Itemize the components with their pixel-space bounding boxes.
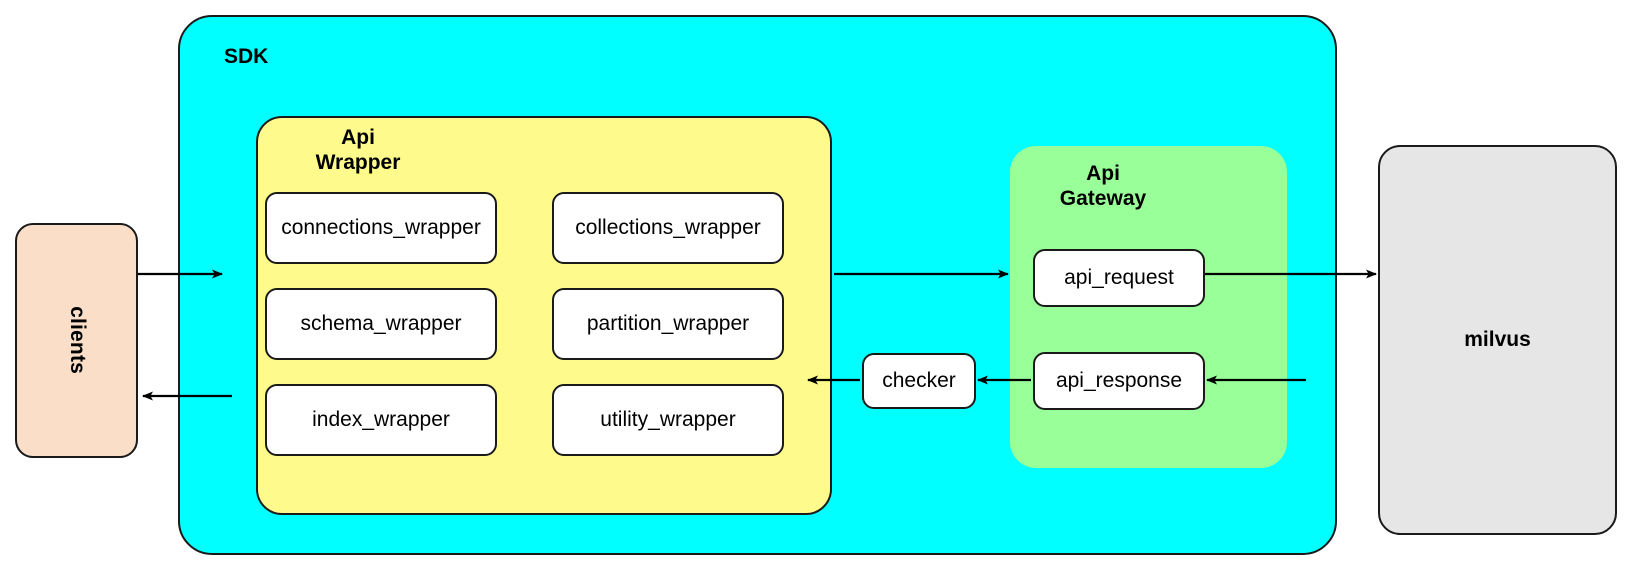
api-gateway-label: Api Gateway [1059, 162, 1147, 210]
schema-wrapper-node[interactable]: schema_wrapper [265, 288, 497, 360]
clients-node[interactable]: clients [15, 223, 138, 458]
milvus-label: milvus [1464, 327, 1531, 351]
sdk-label: SDK [224, 45, 269, 68]
api-response-label: api_response [1055, 368, 1183, 392]
api-response-node[interactable]: api_response [1033, 352, 1205, 410]
utility-wrapper-node[interactable]: utility_wrapper [552, 384, 784, 456]
connections-wrapper-label: connections_wrapper [281, 215, 481, 239]
checker-node[interactable]: checker [862, 353, 976, 409]
collections-wrapper-node[interactable]: collections_wrapper [552, 192, 784, 264]
api-request-label: api_request [1064, 265, 1174, 289]
schema-wrapper-label: schema_wrapper [300, 311, 462, 335]
partition-wrapper-node[interactable]: partition_wrapper [552, 288, 784, 360]
partition-wrapper-label: partition_wrapper [586, 311, 750, 335]
connections-wrapper-node[interactable]: connections_wrapper [265, 192, 497, 264]
collections-wrapper-label: collections_wrapper [575, 215, 761, 239]
api-gateway-container[interactable]: Api Gateway [1010, 146, 1287, 468]
clients-label: clients [65, 306, 89, 375]
checker-label: checker [882, 368, 956, 392]
utility-wrapper-label: utility_wrapper [600, 407, 736, 431]
index-wrapper-label: index_wrapper [312, 407, 450, 431]
api-wrapper-label: Api Wrapper [315, 126, 401, 174]
api-request-node[interactable]: api_request [1033, 249, 1205, 307]
index-wrapper-node[interactable]: index_wrapper [265, 384, 497, 456]
milvus-node[interactable]: milvus [1378, 145, 1617, 535]
